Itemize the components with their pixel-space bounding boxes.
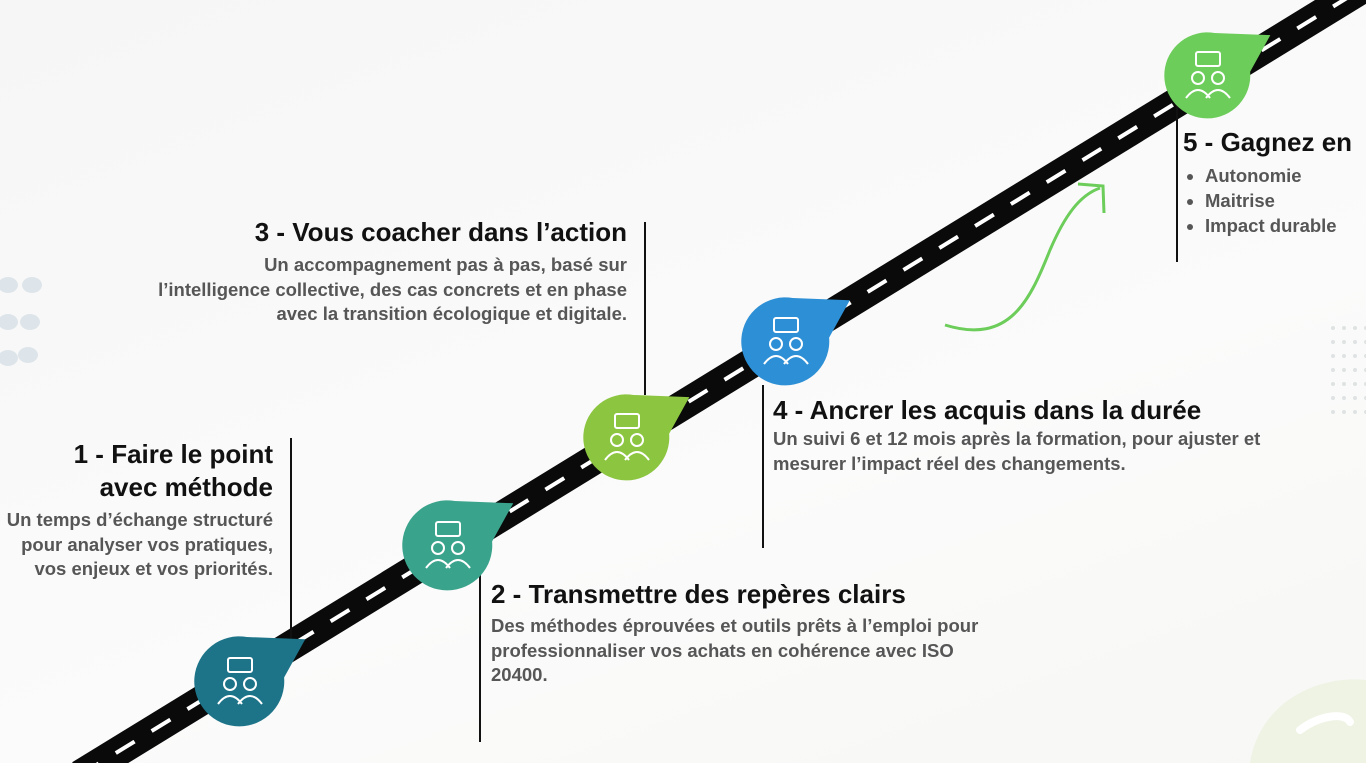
decor-dots-left [0,277,42,366]
step2-title: 2 - Transmettre des repères clairs [491,579,906,609]
bullet-item: Autonomie [1205,163,1366,188]
bullet-item: Impact durable [1205,213,1366,238]
decor-dot-grid-right [1331,326,1366,414]
decor-leaf-mark [1296,712,1354,734]
step3-title: 3 - Vous coacher dans l’action [254,217,627,247]
step4-title: 4 - Ancrer les acquis dans la durée [773,395,1202,425]
step4-body: Un suivi 6 et 12 mois après la formation… [773,428,1261,474]
step5-title: 5 - Gagnez en [1183,127,1353,157]
step5-pin [1164,32,1271,119]
bullet-item: Maitrise [1205,188,1366,213]
step5-bullets: AutonomieMaitriseImpact durable [1183,163,1366,238]
step3-body: Un accompagnement pas à pas, basé sur l’… [158,254,627,324]
discussion-icon [217,657,263,705]
growth-stairs-icon [425,521,471,569]
step2-body: Des méthodes éprouvées et outils prêts à… [491,615,979,685]
step1-pin [194,636,306,727]
step4-pin [741,297,850,386]
step1-body: Un temps d’échange structuré pour analys… [6,509,273,579]
empowerment-icon [1185,51,1231,99]
green-arrow-head [1077,182,1106,214]
green-arrow [944,186,1101,332]
helping-hand-icon [763,317,809,365]
step2-pin [402,500,514,591]
team-check-icon [604,413,650,461]
step3-pin [583,394,690,481]
